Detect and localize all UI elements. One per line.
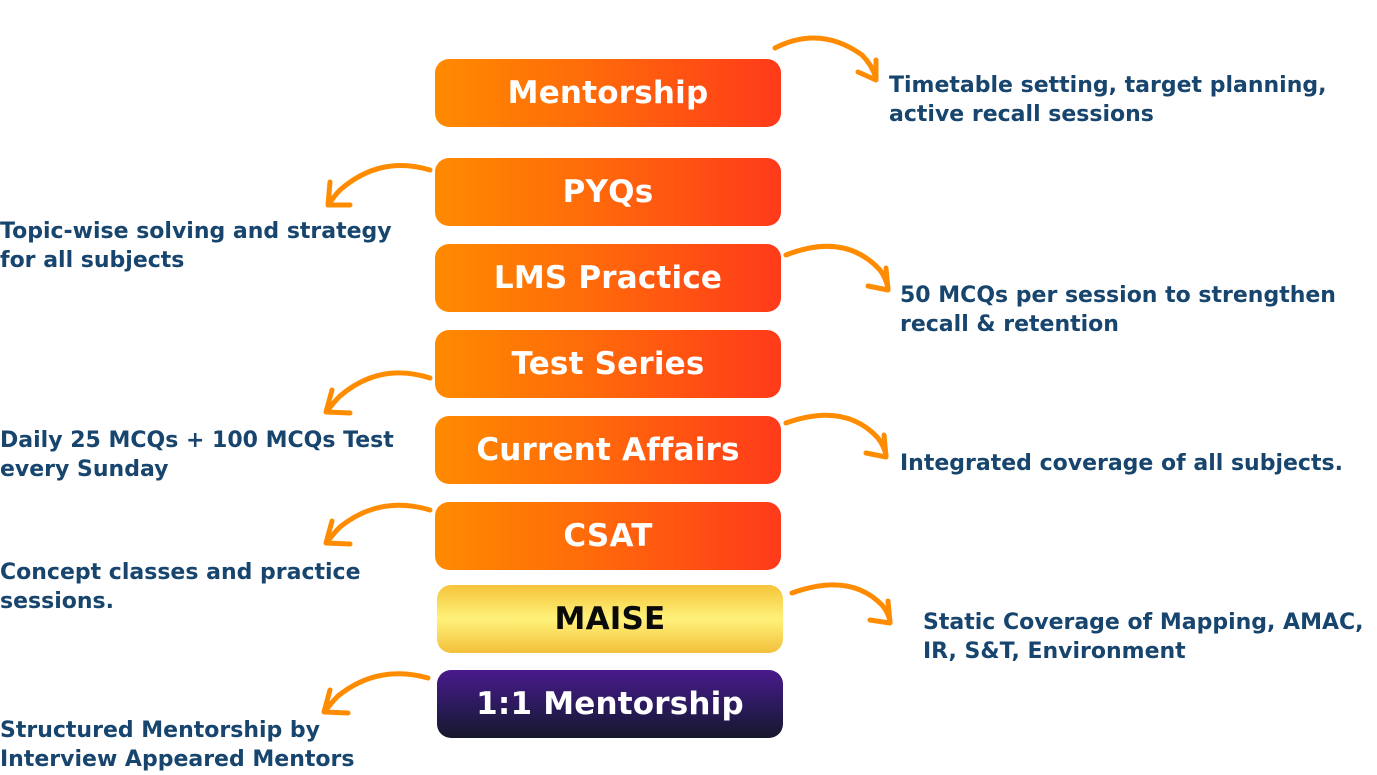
description-line: 50 MCQs per session to strengthen: [900, 283, 1336, 308]
description-line: Structured Mentorship by: [0, 718, 321, 743]
description-one-on-one-mentorship: Structured Mentorship by Interview Appea…: [0, 716, 354, 774]
arrow-right-current-affairs: [783, 412, 889, 460]
arrow-left-pyqs: [325, 163, 433, 208]
description-line: IR, S&T, Environment: [923, 639, 1186, 664]
step-maise[interactable]: MAISE: [437, 585, 783, 653]
description-line: Timetable setting, target planning,: [889, 73, 1327, 98]
step-pyqs[interactable]: PYQs: [435, 158, 781, 226]
arrow-right-lms: [783, 243, 891, 293]
step-one-on-one-mentorship[interactable]: 1:1 Mentorship: [437, 670, 783, 738]
step-test-series[interactable]: Test Series: [435, 330, 781, 398]
description-line: every Sunday: [0, 457, 169, 482]
description-csat: Concept classes and practice sessions.: [0, 558, 361, 616]
step-current-affairs[interactable]: Current Affairs: [435, 416, 781, 484]
description-line: Static Coverage of Mapping, AMAC,: [923, 610, 1364, 635]
description-mentorship: Timetable setting, target planning, acti…: [889, 71, 1326, 129]
description-current-affairs: Integrated coverage of all subjects.: [900, 449, 1343, 478]
description-lms-practice: 50 MCQs per session to strengthen recall…: [900, 281, 1336, 339]
arrow-left-csat: [323, 502, 433, 547]
description-line: Concept classes and practice: [0, 560, 361, 585]
description-line: Integrated coverage of all subjects.: [900, 451, 1343, 476]
description-line: sessions.: [0, 589, 114, 614]
arrow-left-test-series: [323, 370, 433, 416]
description-line: for all subjects: [0, 248, 185, 273]
description-line: recall & retention: [900, 312, 1119, 337]
description-test-series: Daily 25 MCQs + 100 MCQs Test every Sund…: [0, 426, 394, 484]
description-line: Daily 25 MCQs + 100 MCQs Test: [0, 428, 394, 453]
step-lms-practice[interactable]: LMS Practice: [435, 244, 781, 312]
description-line: Topic-wise solving and strategy: [0, 219, 392, 244]
description-line: active recall sessions: [889, 102, 1154, 127]
description-line: Interview Appeared Mentors: [0, 747, 355, 772]
step-csat[interactable]: CSAT: [435, 502, 781, 570]
description-pyqs: Topic-wise solving and strategy for all …: [0, 217, 392, 275]
arrow-left-one-on-one: [321, 671, 431, 716]
arrow-right-maise: [789, 582, 893, 626]
description-maise: Static Coverage of Mapping, AMAC, IR, S&…: [923, 608, 1364, 666]
arrow-right-mentorship: [772, 35, 879, 83]
step-mentorship[interactable]: Mentorship: [435, 59, 781, 127]
